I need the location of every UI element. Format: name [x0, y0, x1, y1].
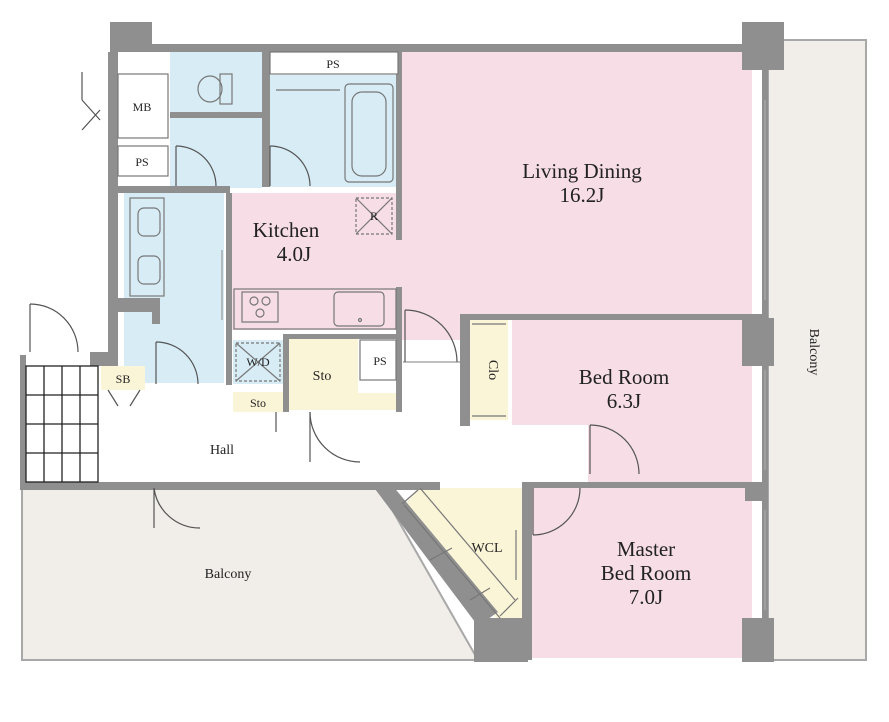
kitchen-counter-area — [232, 287, 398, 330]
hall-floor — [98, 390, 588, 482]
master-bedroom-size: 7.0J — [629, 585, 663, 609]
sb-label: SB — [116, 372, 131, 386]
wcl-floor — [404, 488, 522, 618]
balcony-right-area — [767, 39, 867, 661]
balcony-right-label: Balcony — [806, 329, 821, 376]
sb-floor — [101, 366, 145, 390]
corridor-wet-floor — [170, 118, 262, 188]
walls — [20, 22, 784, 662]
storage-floor — [287, 338, 398, 410]
fixtures — [25, 51, 766, 619]
living-dining-floor — [232, 52, 752, 340]
refrigerator-label: R — [370, 209, 378, 223]
hall-label: Hall — [210, 443, 234, 458]
master-bedroom-label-2: Bed Room — [601, 561, 691, 585]
sto-small-label: Sto — [250, 396, 266, 410]
mb-label: MB — [133, 100, 152, 114]
closet-floor — [470, 320, 508, 420]
living-dining-size: 16.2J — [560, 183, 605, 207]
master-bedroom-label-1: Master — [617, 537, 675, 561]
toilet-floor — [170, 52, 262, 112]
bedroom-floor — [512, 320, 752, 482]
bath-floor — [270, 75, 398, 187]
doors — [29, 72, 640, 536]
living-dining-label: Living Dining — [522, 159, 642, 183]
kitchen-size: 4.0J — [277, 242, 311, 266]
wd-label: W/D — [246, 355, 270, 369]
bedroom-size: 6.3J — [607, 389, 641, 413]
ps-top-label: PS — [326, 57, 339, 71]
clo-label: Clo — [485, 360, 500, 380]
balcony-bottom-label: Balcony — [205, 567, 252, 582]
ps-left-label: PS — [135, 155, 148, 169]
master-bedroom-floor — [530, 488, 752, 658]
sto-small-floor — [233, 392, 283, 412]
ps-mid-label: PS — [373, 354, 386, 368]
wcl-label: WCL — [471, 541, 502, 556]
bedroom-label: Bed Room — [579, 365, 669, 389]
kitchen-label: Kitchen — [253, 218, 320, 242]
washroom-floor — [124, 193, 224, 383]
sto-main-label: Sto — [313, 369, 332, 384]
